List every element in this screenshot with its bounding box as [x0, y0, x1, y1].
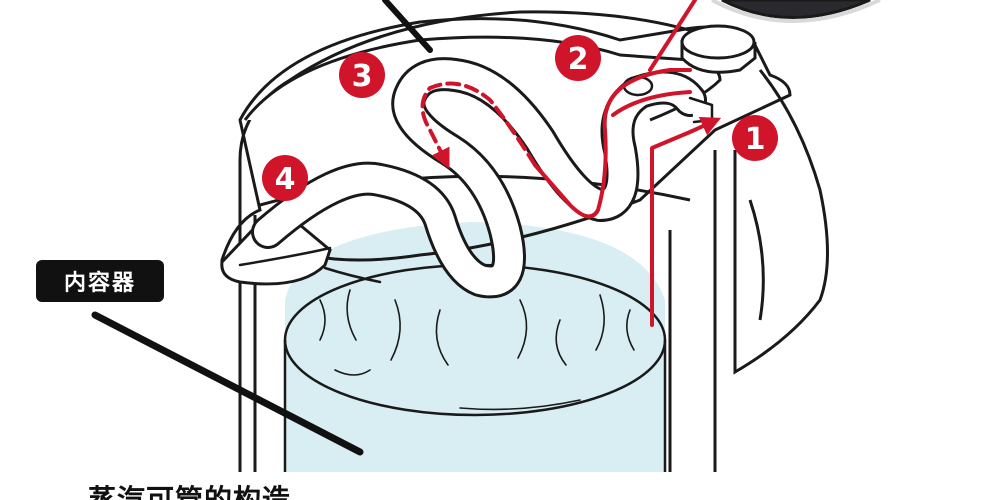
step-number-3: 3 [352, 59, 373, 94]
pointer-top-right [648, 0, 697, 72]
steam-flow-path [420, 68, 722, 327]
lid-knob [680, 24, 757, 74]
pointer-lines [91, 0, 697, 456]
steam-pipe [238, 57, 714, 299]
bottom-caption: 蒸汽可管的构造 [88, 483, 292, 500]
step-number-1: 1 [745, 122, 766, 157]
pointer-top-left [382, 0, 433, 53]
step-marker-2: 2 [555, 35, 601, 81]
step-marker-1: 1 [732, 115, 778, 161]
inner-container-label: 内容器 [36, 260, 164, 302]
step-number-2: 2 [568, 42, 589, 77]
flow-segment-3 [420, 81, 537, 169]
zoom-circle-fragment [711, 0, 881, 23]
step-marker-4: 4 [262, 155, 308, 201]
flow-inner-line [611, 90, 692, 117]
step-marker-3: 3 [339, 52, 385, 98]
step-number-4: 4 [275, 162, 296, 197]
flow-segment-2 [533, 68, 692, 219]
flow-segment-1 [650, 117, 722, 327]
pointer-inner-container [91, 311, 364, 456]
